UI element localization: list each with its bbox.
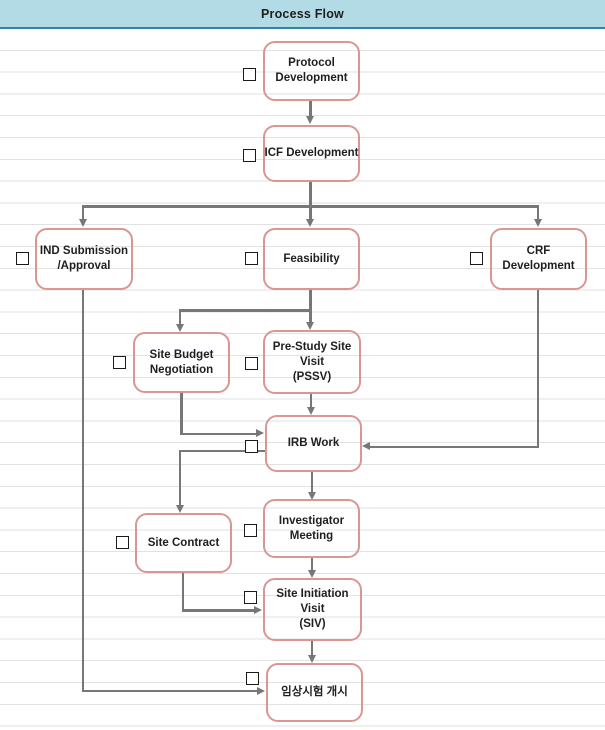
- checkbox-protocol-development[interactable]: [243, 68, 256, 81]
- node-site-budget-negotiation: Site Budget Negotiation: [133, 332, 230, 393]
- node-clinical-trial-start: 임상시험 개시: [266, 663, 363, 722]
- node-pre-study-site-visit: Pre-Study Site Visit (PSSV): [263, 330, 361, 394]
- node-label: Visit: [300, 603, 325, 615]
- connector-down-to-sitebudget: [178, 310, 182, 325]
- node-label: Site Contract: [147, 536, 220, 549]
- node-label: IND Submission: [39, 245, 129, 257]
- connector-protocol-to-icf: [309, 101, 312, 117]
- checkbox-investigator-meeting[interactable]: [244, 524, 257, 537]
- arrow-down-into-irb: [306, 407, 315, 415]
- arrow-down-into-ind: [78, 219, 87, 227]
- node-label: Development: [275, 72, 348, 84]
- checkbox-pre-study-site-visit[interactable]: [245, 357, 258, 370]
- node-label: Pre-Study Site: [272, 340, 352, 353]
- node-site-initiation-visit: Site Initiation Visit (SIV): [263, 578, 362, 641]
- checkbox-site-contract[interactable]: [116, 536, 129, 549]
- node-label: Protocol: [288, 57, 335, 69]
- checkbox-irb-work[interactable]: [245, 440, 258, 453]
- node-icf-development: ICF Development: [263, 125, 360, 182]
- arrow-right-into-siv: [254, 605, 262, 614]
- arrow-down-into-start: [307, 655, 316, 663]
- arrow-right-into-irb: [256, 429, 264, 438]
- connector-irb-to-investigator: [310, 472, 314, 493]
- checkbox-feasibility[interactable]: [245, 252, 258, 265]
- page-title: Process Flow: [261, 6, 344, 21]
- connector-feasibility-down: [309, 290, 312, 323]
- node-label: Investigator: [278, 514, 345, 527]
- node-label: Meeting: [289, 529, 334, 542]
- connector-crf-to-irb: [370, 445, 539, 448]
- gridlines: [0, 29, 605, 730]
- connector-ind-to-start: [81, 689, 258, 693]
- checkbox-crf-development[interactable]: [470, 252, 483, 265]
- connector-sitebudget-down: [180, 392, 183, 435]
- connector-crf-down: [536, 290, 540, 448]
- header-bar: Process Flow: [0, 0, 605, 29]
- node-label: CRF: [526, 245, 551, 257]
- connector-irb-to-left: [178, 449, 266, 452]
- connector-siv-to-start: [310, 641, 314, 656]
- node-label: Site Budget: [149, 348, 214, 361]
- arrow-left-into-irb: [362, 442, 370, 451]
- node-feasibility: Feasibility: [263, 228, 360, 290]
- node-label: IRB Work: [287, 437, 340, 449]
- arrow-down-into-investigator: [307, 492, 316, 500]
- arrow-down-into-feasibility: [306, 219, 314, 227]
- connector-branch-to-crf: [536, 206, 540, 220]
- node-ind-submission-approval: IND Submission /Approval: [35, 228, 133, 290]
- node-label: 임상시험 개시: [281, 686, 348, 698]
- connector-sitebudget-to-irb: [180, 432, 257, 435]
- checkbox-ind-submission[interactable]: [16, 252, 29, 265]
- node-label: Development: [502, 260, 575, 272]
- node-label: (SIV): [299, 618, 326, 630]
- node-label: ICF Development: [264, 147, 359, 159]
- node-label: Site Initiation: [276, 588, 349, 600]
- node-label: Feasibility: [283, 252, 340, 265]
- arrow-down-into-crf: [533, 219, 542, 227]
- node-irb-work: IRB Work: [265, 415, 362, 472]
- connector-ind-down: [81, 290, 85, 692]
- node-label: Negotiation: [149, 363, 214, 376]
- node-site-contract: Site Contract: [135, 513, 232, 573]
- connector-pssv-to-irb: [309, 394, 313, 408]
- arrow-right-into-start: [257, 686, 265, 695]
- checkbox-site-initiation-visit[interactable]: [244, 591, 257, 604]
- node-label: /Approval: [57, 260, 111, 272]
- connector-icf-to-branch: [309, 181, 312, 207]
- checkbox-icf-development[interactable]: [243, 149, 256, 162]
- connector-branch-to-feasibility: [309, 206, 312, 220]
- node-label: (PSSV): [292, 370, 332, 383]
- checkbox-clinical-trial-start[interactable]: [246, 672, 259, 685]
- arrow-down-into-sitebudget: [175, 324, 184, 332]
- node-investigator-meeting: Investigator Meeting: [263, 499, 360, 558]
- connector-branch-to-ind: [81, 206, 85, 220]
- arrow-down-into-sitecontract: [175, 505, 184, 513]
- node-crf-development: CRF Development: [490, 228, 587, 290]
- checkbox-site-budget-negotiation[interactable]: [113, 356, 126, 369]
- arrow-down-into-pssv: [306, 322, 314, 330]
- connector-sitecontract-down: [181, 573, 185, 612]
- connector-feasibility-to-sitebudget: [178, 309, 312, 312]
- connector-down-to-sitecontract: [178, 449, 182, 506]
- connector-sitecontract-to-siv: [181, 609, 256, 612]
- node-protocol-development: Protocol Development: [263, 41, 360, 101]
- connector-investigator-to-siv: [310, 558, 314, 571]
- arrow-down-into-siv: [307, 570, 316, 578]
- arrow-down-into-icf: [306, 116, 314, 124]
- node-label: Visit: [299, 355, 325, 368]
